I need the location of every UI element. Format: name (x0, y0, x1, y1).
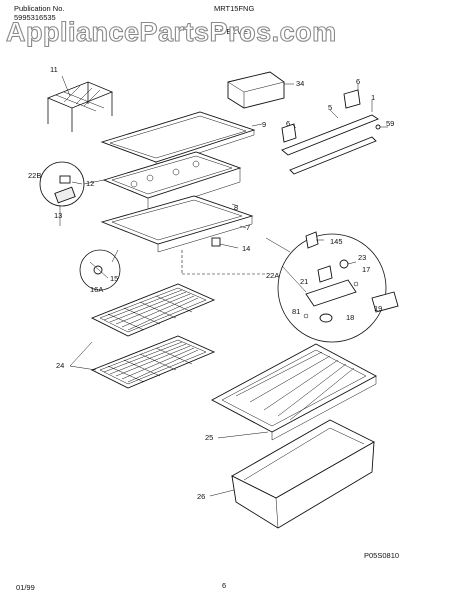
callout-5: 5 (328, 103, 333, 112)
callout-81: 81 (292, 307, 301, 316)
part-14-clip (181, 237, 266, 275)
callout-11: 11 (50, 65, 58, 74)
callout-16A: 16A (90, 285, 104, 294)
callout-12: 12 (86, 179, 95, 188)
callout-19: 19 (374, 304, 383, 313)
footer-date: 01/99 (16, 583, 35, 592)
callout-8: 8 (234, 203, 239, 212)
detail-16A-circle (79, 249, 121, 291)
callout-14: 14 (242, 244, 251, 253)
callout-26: 26 (197, 492, 206, 501)
callout-23: 23 (358, 253, 367, 262)
callout-7: 7 (246, 223, 251, 232)
drawing-code: P05S0810 (364, 551, 400, 560)
page-number: 6 (222, 581, 227, 590)
model-number: MRT15FNG (214, 4, 255, 13)
part-11-rack (46, 75, 114, 132)
part-24-wire-shelves (69, 283, 216, 389)
part-5-rail (281, 84, 388, 175)
callout-22B: 22B (28, 171, 42, 180)
callout-9: 9 (262, 120, 267, 129)
part-7-shelf-trim (100, 195, 254, 253)
publication-number: 5995316535 (14, 13, 56, 22)
callout-25: 25 (205, 433, 214, 442)
callout-21: 21 (300, 277, 309, 286)
callout-24: 24 (56, 361, 65, 370)
watermark: AppliancePartsPros.com (5, 16, 337, 47)
callout-6-upper: 6 (356, 77, 361, 86)
callout-18: 18 (346, 313, 355, 322)
callout-17: 17 (362, 265, 371, 274)
callout-59: 59 (386, 119, 395, 128)
callout-13: 13 (54, 211, 63, 220)
callout-1: 1 (371, 93, 376, 102)
callout-22A: 22A (266, 271, 280, 280)
publication-label: Publication No. (14, 4, 65, 13)
callout-6-lower: 6 (286, 119, 291, 128)
detail-circle-right (265, 231, 399, 343)
part-25-crisper-cover (211, 343, 377, 441)
part-26-crisper-drawer (209, 419, 375, 529)
callout-34: 34 (296, 79, 305, 88)
section-title: SHELVES (214, 27, 256, 36)
detail-22B-circle (39, 161, 105, 226)
callout-145: 145 (330, 237, 343, 246)
part-34-bin (227, 71, 294, 109)
callout-15: 15 (110, 274, 119, 283)
